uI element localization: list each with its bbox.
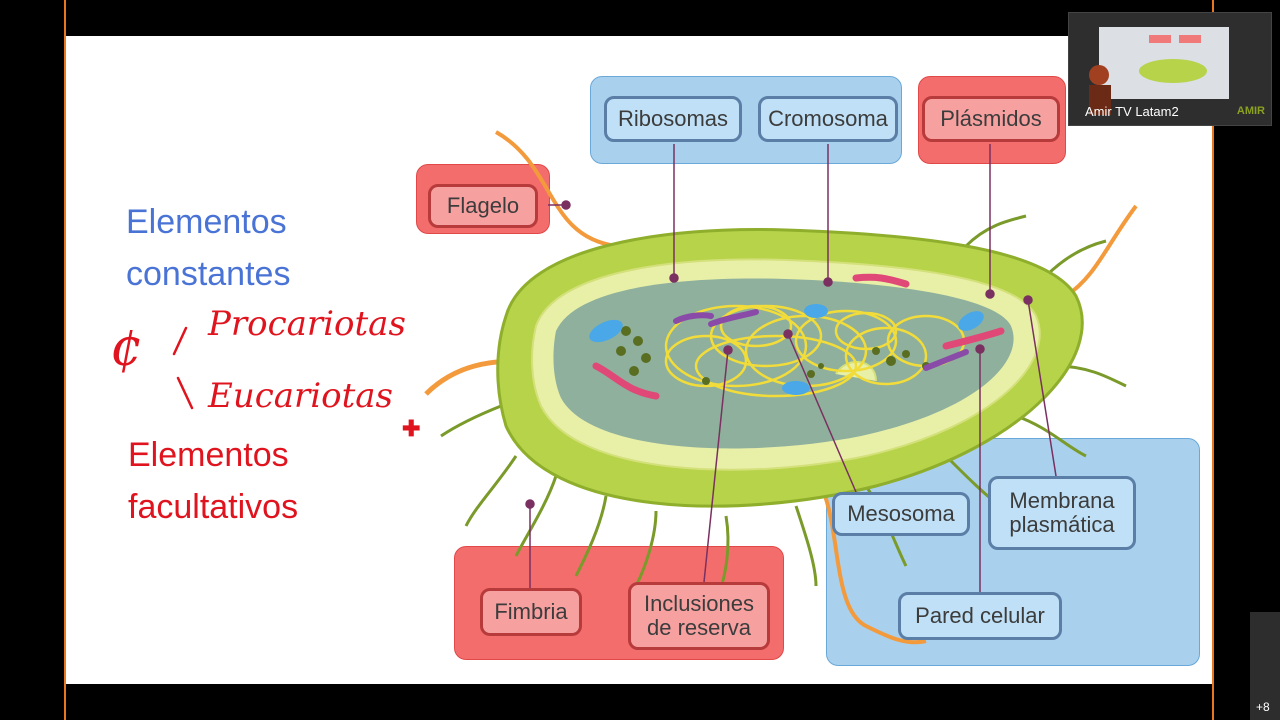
facultative-heading: Elementos facultativos (128, 429, 298, 533)
handwritten-eukaryotes: Eucariotas (208, 376, 394, 416)
facultative-line2: facultativos (128, 488, 299, 526)
bracket-strokes (172, 326, 194, 410)
more-participants-button[interactable]: +8 (1250, 612, 1280, 720)
handwritten-symbol: ¢ (110, 318, 144, 378)
video-feed-image (1069, 13, 1271, 125)
label-flagelo: Flagelo (428, 184, 538, 228)
pen-cursor-icon: ✚ (402, 416, 421, 441)
participant-name: Amir TV Latam2 (1085, 104, 1179, 119)
more-participants-count: +8 (1256, 700, 1270, 714)
leader-lines (525, 144, 1057, 598)
participant-video-tile[interactable]: Amir TV Latam2 AMIR (1068, 12, 1272, 126)
label-fimbria: Fimbria (480, 588, 582, 636)
label-pared-celular: Pared celular (898, 592, 1062, 640)
bacterium-illustration (424, 130, 1138, 645)
constants-line1: Elementos (126, 203, 287, 241)
presentation-slide: Elementos constantes ¢ Procariotas Eucar… (66, 36, 1212, 684)
constants-line2: constantes (126, 255, 291, 293)
label-ribosomas: Ribosomas (604, 96, 742, 142)
label-plasmidos: Plásmidos (922, 96, 1060, 142)
video-watermark: AMIR (1236, 105, 1265, 117)
handwritten-prokaryotes: Procariotas (208, 304, 406, 344)
label-mesosoma: Mesosoma (832, 492, 970, 536)
facultative-line1: Elementos (128, 436, 289, 474)
constants-heading: Elementos constantes (126, 196, 290, 300)
label-cromosoma: Cromosoma (758, 96, 898, 142)
